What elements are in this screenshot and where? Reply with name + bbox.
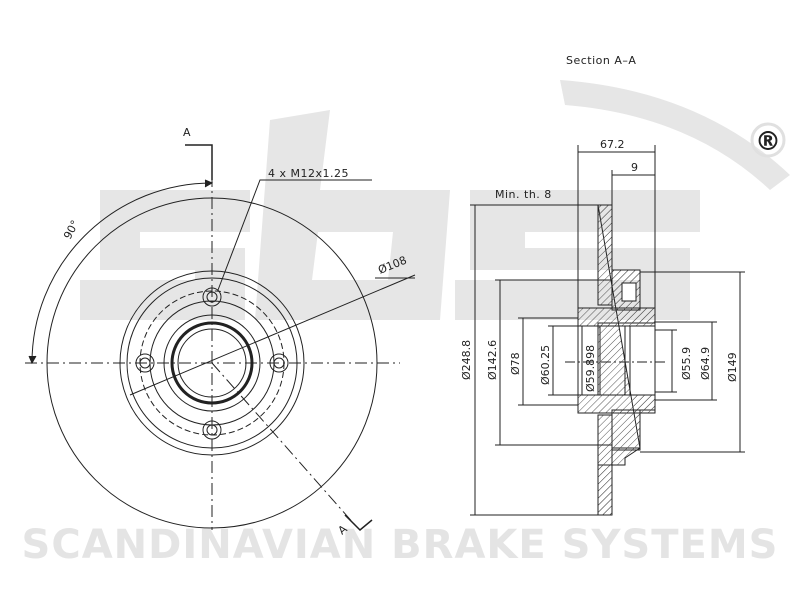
dim-dia-248: Ø248.8 [460,340,473,380]
angle-arrow-left [28,355,37,365]
registered-mark-circle [750,122,786,158]
section-line-a-top [185,144,213,180]
dim-dia-55: Ø55.9 [680,347,693,380]
disc-friction-face-top [597,204,613,306]
company-watermark: SCANDINAVIAN BRAKE SYSTEMS [22,522,779,568]
angle-90-arc [31,182,213,364]
hub-flange-bottom [611,409,641,451]
bolt-label: 4 x M12x1.25 [268,167,349,180]
dim-width-total: 67.2 [600,138,625,151]
dim-dia-142: Ø142.6 [486,340,499,380]
dim-dia-59: Ø59.898 [584,345,597,392]
dim-dia-60: Ø60.25 [539,345,552,385]
angle-arrow-top [204,179,214,188]
disc-friction-face-bottom [597,414,613,516]
section-cut-line [211,362,356,526]
front-view [25,144,416,532]
hub-body-top [577,307,656,327]
dim-dia-149: Ø149 [726,352,739,382]
registered-mark: ® [755,127,781,157]
section-line-a-bottom [344,514,373,532]
min-thickness-label: Min. th. 8 [495,188,552,201]
section-title: Section A–A [566,54,636,67]
dim-dia-78: Ø78 [509,352,522,375]
bolt-label-leader [217,179,372,291]
bore-outline [577,325,656,396]
dim-dia-64: Ø64.9 [699,347,712,380]
dim-width-disc: 9 [631,161,638,174]
section-view [470,145,745,516]
angle-label: 90° [61,218,82,241]
section-marker-top: A [183,126,191,139]
pcd-leader [129,274,416,396]
stud-thread [621,282,637,302]
